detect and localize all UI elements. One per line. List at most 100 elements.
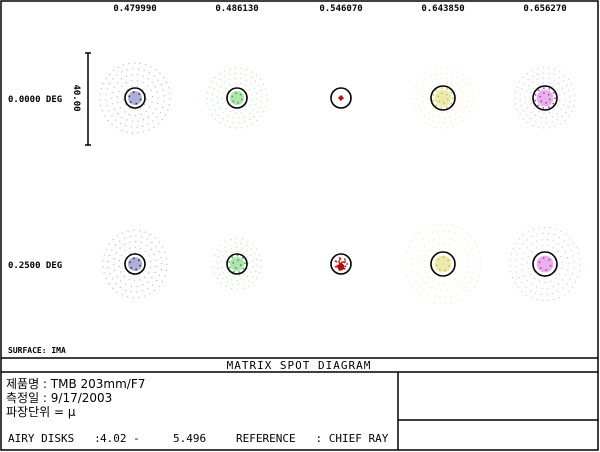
spot-point xyxy=(119,107,121,109)
spot-point xyxy=(160,256,162,259)
spot-point xyxy=(446,88,449,90)
spot-point xyxy=(255,270,257,272)
spot-point xyxy=(130,266,133,269)
spot-point xyxy=(521,269,524,271)
spot-point xyxy=(567,257,569,259)
spot-point xyxy=(103,254,105,256)
spot-core xyxy=(536,255,554,273)
spot-point xyxy=(346,263,348,265)
spot-point xyxy=(155,108,157,110)
spot-point xyxy=(425,282,427,284)
spot-point xyxy=(509,259,511,261)
spot-point xyxy=(143,131,145,133)
spot-point xyxy=(118,90,120,92)
spot-point xyxy=(526,239,528,241)
spot-point xyxy=(240,82,242,85)
spot-point xyxy=(252,282,254,284)
spot-point xyxy=(157,97,159,99)
spot-point xyxy=(227,120,229,122)
spot-point xyxy=(522,76,524,79)
spot-point xyxy=(150,266,152,268)
spot-point xyxy=(216,101,219,104)
spot-point xyxy=(113,69,115,71)
spot-point xyxy=(108,243,110,245)
spot-point xyxy=(145,111,147,113)
spot-point xyxy=(105,99,107,101)
spot-point xyxy=(153,253,155,256)
spot-point xyxy=(542,82,544,84)
spot-point xyxy=(246,125,248,127)
spot-point xyxy=(224,124,226,126)
spot-point xyxy=(102,260,104,262)
spot-point xyxy=(458,109,460,111)
spot-point xyxy=(132,257,135,260)
spot-point xyxy=(117,66,119,68)
spot-point xyxy=(552,91,555,94)
spot-point xyxy=(227,115,229,117)
spot-point xyxy=(116,96,119,98)
spot-point xyxy=(132,68,134,70)
spot-point xyxy=(128,62,130,65)
spot-point xyxy=(521,257,523,259)
spot-point xyxy=(527,268,529,270)
spot-point xyxy=(120,122,122,124)
spot-point xyxy=(473,241,476,243)
spot-point xyxy=(454,232,456,234)
spot-point xyxy=(142,88,144,90)
spot-point xyxy=(236,254,239,257)
spot-point xyxy=(440,289,442,292)
spot-point xyxy=(219,79,221,81)
spot-point xyxy=(452,69,454,71)
spot-point xyxy=(235,127,237,129)
spot-point xyxy=(112,78,114,80)
spot-point xyxy=(435,73,437,75)
spot-point xyxy=(563,104,565,106)
spot-point xyxy=(136,285,138,287)
spot-point xyxy=(548,258,551,261)
spot-point xyxy=(220,85,222,87)
spot-point xyxy=(206,97,208,99)
spot-point xyxy=(428,249,430,251)
spot-point xyxy=(225,87,227,89)
spot-point xyxy=(243,121,245,123)
spot-point xyxy=(138,296,140,298)
spot-point xyxy=(167,87,170,89)
spot-point xyxy=(121,85,123,87)
spot-point xyxy=(564,98,566,100)
spot-point xyxy=(144,104,146,106)
spot-point xyxy=(255,92,258,95)
spot-point xyxy=(460,257,462,259)
spot-point xyxy=(232,275,235,277)
spot-point xyxy=(139,98,142,101)
unit-label: 파장단위 = μ xyxy=(6,405,76,419)
spot-point xyxy=(241,257,244,259)
spot-point xyxy=(148,272,150,274)
spot-point xyxy=(162,89,164,91)
spot-point xyxy=(138,93,141,95)
spot-point xyxy=(573,261,575,263)
spot-point xyxy=(557,243,559,245)
spot-point xyxy=(132,132,134,134)
spot-point xyxy=(147,281,149,283)
spot-point xyxy=(113,108,115,110)
spot-point xyxy=(151,95,153,97)
spot-point xyxy=(568,115,570,117)
spot-point xyxy=(157,102,159,104)
spot-point xyxy=(456,226,458,228)
spot-point xyxy=(219,107,221,109)
spot-point xyxy=(265,88,267,90)
spot-point xyxy=(553,74,555,76)
spot-point xyxy=(560,230,562,232)
spot-point xyxy=(441,250,443,252)
spot-point xyxy=(224,261,226,263)
spot-point xyxy=(147,116,149,118)
spot-point xyxy=(530,103,532,105)
spot-point xyxy=(259,106,261,108)
spot-point xyxy=(530,118,532,120)
spot-point xyxy=(226,281,228,283)
spot-point xyxy=(218,73,220,75)
spot-point xyxy=(454,247,456,249)
spot-point xyxy=(515,242,517,245)
airy-disk-circle xyxy=(330,253,352,275)
